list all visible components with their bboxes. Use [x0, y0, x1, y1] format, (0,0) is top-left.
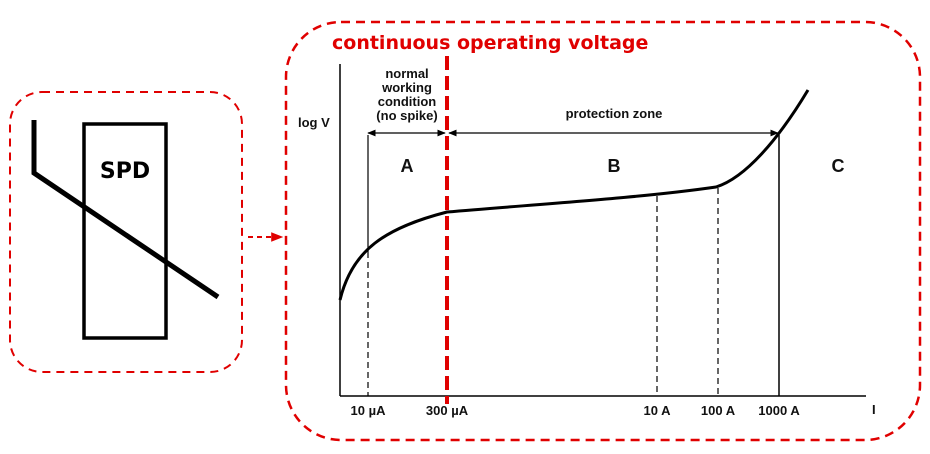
- spd-symbol-box: [82, 122, 168, 340]
- vi-characteristic-curve: [338, 89, 810, 301]
- spd-symbol: SPD: [31, 120, 220, 340]
- diagram-title: continuous operating voltage: [332, 32, 648, 54]
- zone-b-label: B: [608, 156, 621, 176]
- normal-condition-label: normal working condition (no spike): [376, 66, 437, 123]
- curve-panel-border: [284, 20, 922, 442]
- zone-a-label: A: [401, 156, 414, 176]
- protection-zone-label: protection zone: [566, 106, 663, 121]
- zone-c-label: C: [832, 156, 845, 176]
- x-tick-label: 10 µA: [351, 403, 387, 418]
- varistor-line: [31, 120, 220, 300]
- spd-label: SPD: [100, 159, 150, 184]
- x-tick-label: 300 µA: [426, 403, 469, 418]
- x-tick-label: 1000 A: [758, 403, 800, 418]
- normal-condition-line: normal: [385, 66, 428, 81]
- symbol-panel-border: [9, 91, 243, 373]
- x-axis-label: I: [872, 402, 876, 417]
- x-tick-label: 100 A: [701, 403, 736, 418]
- normal-condition-line: (no spike): [376, 108, 437, 123]
- y-axis-label: log V: [298, 115, 330, 130]
- x-tick-label: 10 A: [644, 403, 672, 418]
- normal-condition-line: working: [381, 80, 432, 95]
- normal-condition-line: condition: [378, 94, 437, 109]
